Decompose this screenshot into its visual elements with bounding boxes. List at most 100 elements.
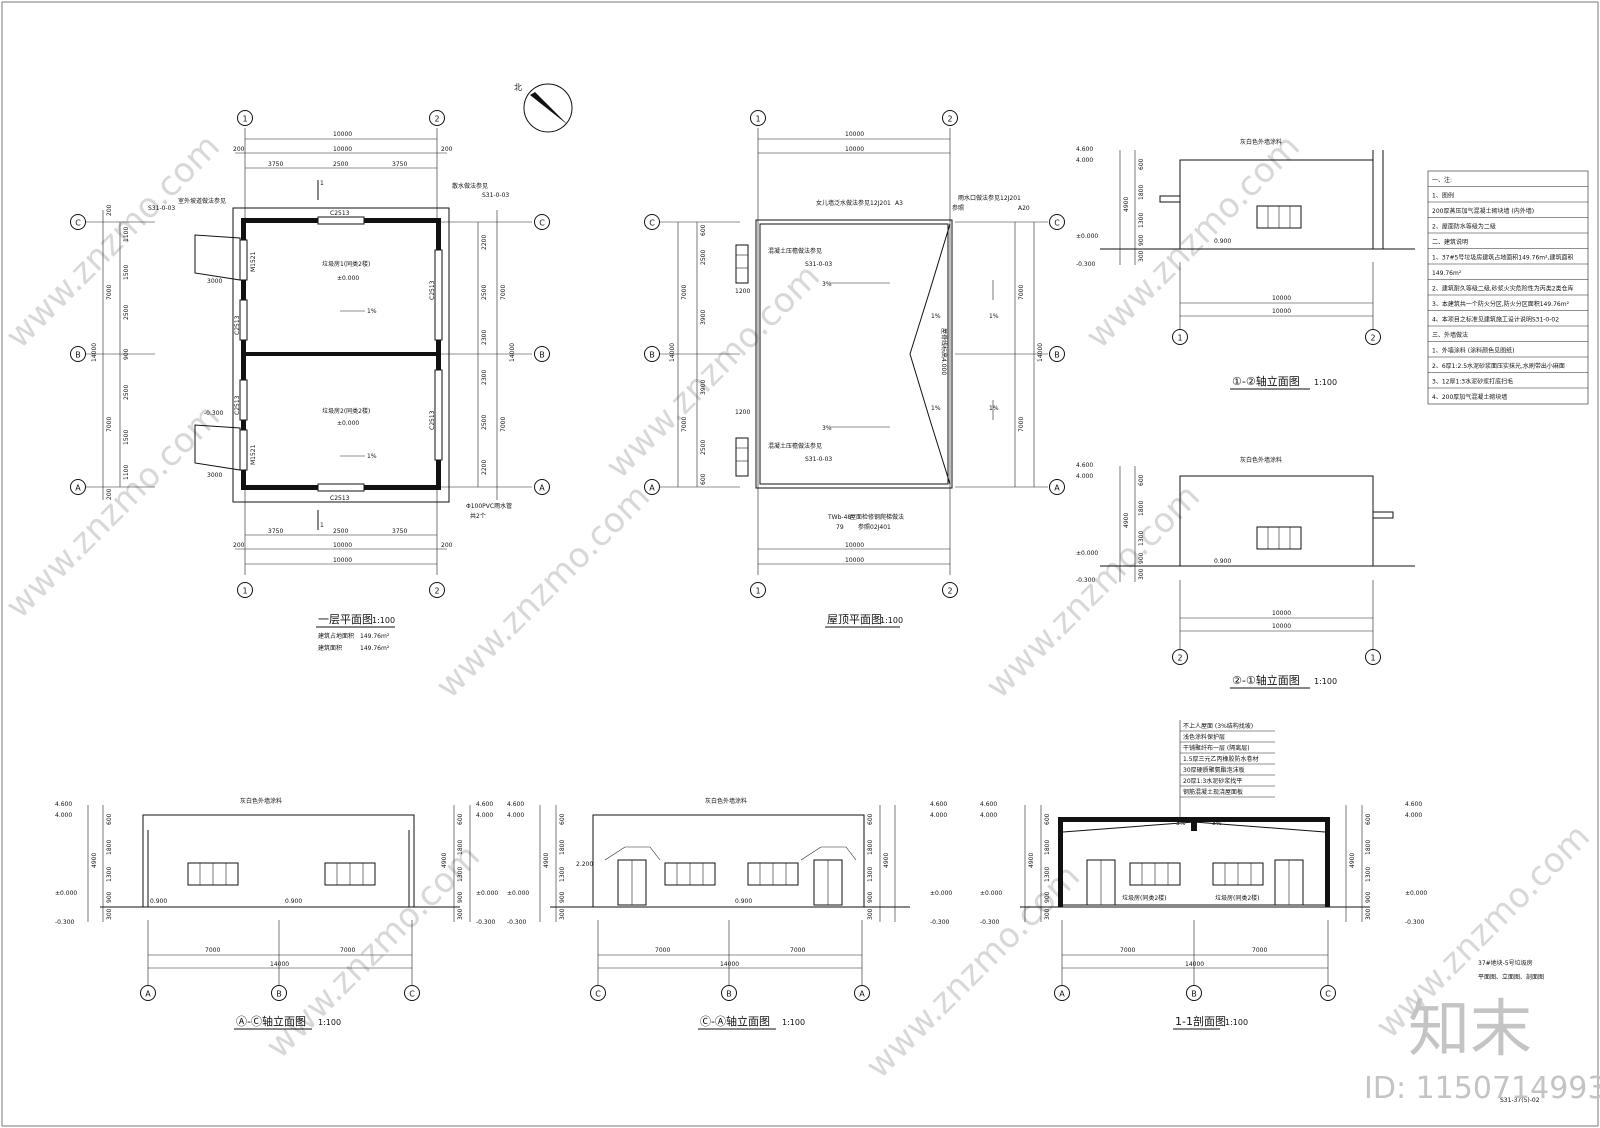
level-mark: 4.600: [980, 801, 997, 808]
ref: TWb-48: [827, 514, 851, 521]
note-row: 一、注:: [1432, 176, 1452, 184]
axis-label: 2: [947, 115, 952, 124]
axis-bubble: [140, 985, 156, 1001]
dim: 7000: [1120, 947, 1135, 954]
axis-bubble: [1049, 214, 1065, 230]
level-mark: -0.300: [507, 919, 527, 926]
dim: 10000: [333, 542, 352, 549]
dim: 300: [1365, 908, 1372, 920]
drawing-scale: 1:100: [880, 616, 903, 625]
dim: 300: [106, 908, 113, 920]
level-mark: -0.300: [55, 919, 75, 926]
level-mark: -0.300: [1076, 261, 1096, 268]
level-mark: 4.600: [1405, 801, 1422, 808]
dim: 1200: [735, 409, 750, 416]
dim: 14000: [509, 343, 516, 362]
axis-label: 2: [434, 115, 439, 124]
level-mark: ±0.000: [1076, 233, 1098, 240]
dim: 3900: [700, 380, 707, 395]
dim: 2500: [481, 415, 488, 430]
dim: 2200: [481, 460, 488, 475]
axis-label: A: [649, 484, 655, 493]
dim: 7000: [1252, 947, 1267, 954]
dim: 2500: [123, 305, 130, 320]
dim: 900: [1044, 891, 1051, 903]
drawing-title: Ⓐ-Ⓒ轴立面图: [236, 1014, 306, 1028]
drawing-title: 屋顶平面图: [827, 613, 882, 626]
dim: 4900: [91, 853, 98, 868]
watermark: www.znzmo.com: [1078, 126, 1308, 356]
dim: 7000: [1018, 285, 1025, 300]
dim: 4900: [543, 853, 550, 868]
dim: 7000: [106, 417, 113, 432]
level-mark: ±0.000: [1076, 550, 1098, 557]
dim: 2500: [481, 285, 488, 300]
title-block: 37#地块-5号垃圾房 平面图、立面图、剖面图 S31-37(5)-02 知末 …: [1364, 959, 1600, 1106]
drawing-scale: 1:100: [318, 1018, 341, 1027]
area-label: 建筑面积: [318, 644, 342, 652]
axis-bubble: [1365, 649, 1381, 665]
brand-id: ID: 1150714993: [1364, 1071, 1600, 1106]
axis-bubble: [644, 479, 660, 495]
dim: 1300: [867, 867, 874, 882]
dim: 14000: [270, 961, 289, 968]
dim: 600: [867, 813, 874, 825]
axis-label: 1: [755, 115, 760, 124]
level-mark: ±0.000: [1405, 890, 1427, 897]
level-mark: ±0.000: [337, 275, 359, 282]
dim: 200: [441, 146, 453, 153]
dim: 14000: [720, 961, 739, 968]
note: 共2个: [470, 512, 486, 520]
axis-label: 1: [755, 587, 760, 596]
axis-label: B: [1191, 990, 1197, 999]
dim: 1800: [1044, 840, 1051, 855]
level-mark: 4.600: [1076, 146, 1093, 153]
dim: 900: [106, 891, 113, 903]
axis-label: B: [539, 351, 545, 360]
level-mark: 4.000: [1076, 473, 1093, 480]
dim: 900: [867, 891, 874, 903]
axis-label: A: [145, 990, 151, 999]
roof-layer: 浅色涂料保护层: [1183, 733, 1225, 741]
window-tag: C2513: [330, 210, 350, 217]
dim: 14000: [669, 343, 676, 362]
drawing-title: 1-1剖面图: [1175, 1014, 1226, 1028]
axis-label: C: [409, 990, 415, 999]
axis-label: B: [726, 990, 732, 999]
dim: 900: [1365, 891, 1372, 903]
roof-plan: 10000 10000 10000 10000 7000 7000 14000 …: [660, 128, 1048, 628]
dim: 200: [106, 204, 113, 216]
note-row: 3、12厚1:3水泥砂浆打底扫毛: [1432, 378, 1513, 386]
dim: 1800: [867, 840, 874, 855]
room-label: 垃圾房1(同类2楼): [322, 260, 370, 268]
material-note: 灰白色外墙涂料: [1240, 456, 1282, 464]
axis-bubble: [404, 985, 420, 1001]
dim: 3900: [700, 310, 707, 325]
dim: 7000: [340, 947, 355, 954]
section-mark: 1: [320, 180, 324, 187]
axis-label: A: [1054, 484, 1060, 493]
dim: 4900: [441, 853, 448, 868]
level-mark: -0.300: [930, 919, 950, 926]
dim: 10000: [845, 542, 864, 549]
drawing-title: 一层平面图: [318, 613, 373, 626]
dim: 300: [457, 908, 464, 920]
level-mark: -0.300: [204, 410, 224, 417]
level-mark: ±0.000: [55, 890, 77, 897]
north-label: 北: [514, 83, 522, 92]
axis-bubble: [1172, 329, 1188, 345]
ref: A20: [1018, 205, 1030, 212]
area-value: 149.76m²: [360, 633, 390, 640]
dim: 1200: [735, 288, 750, 295]
slope-mark: 3%: [1176, 820, 1186, 827]
dim: 3000: [207, 472, 222, 479]
drawing-scale: 1:100: [372, 616, 395, 625]
slope-mark: 3%: [822, 281, 832, 288]
note: 散水做法参见: [452, 182, 488, 190]
dim: 4900: [1028, 853, 1035, 868]
window-tag: C2513: [234, 395, 241, 415]
dim: 600: [559, 813, 566, 825]
axis-label: C: [1325, 990, 1331, 999]
ref: S31-0-03: [805, 261, 832, 268]
note-row: 200厚蒸压加气混凝土砌块墙 (内外墙): [1432, 207, 1534, 215]
